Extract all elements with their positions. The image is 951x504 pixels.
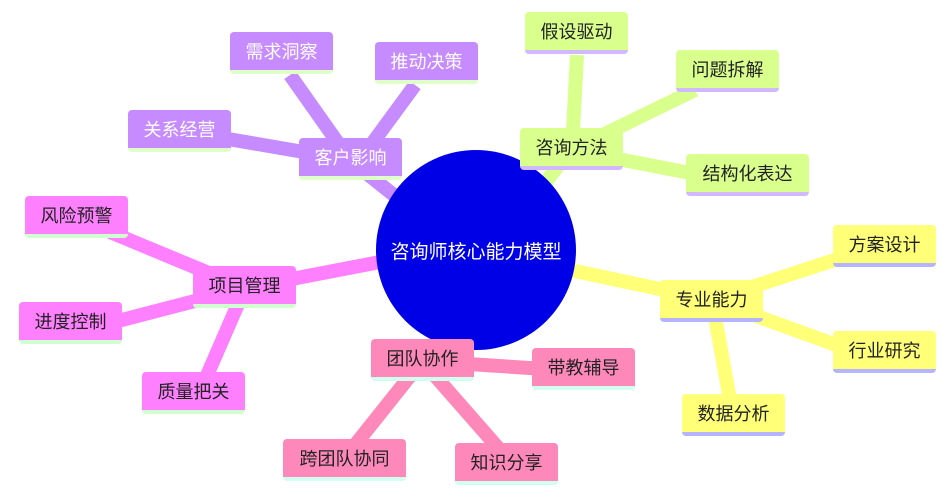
branch-customer-influence[interactable]: 客户影响 (299, 138, 402, 180)
node-problem-breakdown[interactable]: 问题拆解 (676, 50, 779, 92)
central-topic-label: 咨询师核心能力模型 (390, 240, 562, 263)
node-drive-decision[interactable]: 推动决策 (375, 42, 478, 84)
node-structured-expression[interactable]: 结构化表达 (686, 154, 809, 196)
node-data-analysis[interactable]: 数据分析 (682, 394, 785, 436)
node-knowledge-sharing[interactable]: 知识分享 (455, 443, 558, 485)
node-mentoring[interactable]: 带教辅导 (532, 348, 635, 390)
node-progress-control[interactable]: 进度控制 (19, 302, 122, 344)
node-hypothesis-driven[interactable]: 假设驱动 (525, 12, 628, 54)
branch-expertise[interactable]: 专业能力 (660, 280, 763, 322)
node-risk-warning[interactable]: 风险预警 (25, 196, 128, 238)
node-industry-research[interactable]: 行业研究 (833, 331, 936, 373)
branch-project-management[interactable]: 项目管理 (193, 266, 296, 308)
node-cross-team[interactable]: 跨团队协同 (283, 439, 406, 481)
node-demand-insight[interactable]: 需求洞察 (230, 32, 333, 74)
node-solution-design[interactable]: 方案设计 (833, 225, 936, 267)
node-quality-check[interactable]: 质量把关 (142, 372, 245, 414)
central-topic[interactable]: 咨询师核心能力模型 (376, 150, 576, 350)
branch-teamwork[interactable]: 团队协作 (371, 339, 474, 381)
branch-consulting-method[interactable]: 咨询方法 (520, 128, 623, 170)
node-relationship[interactable]: 关系经营 (128, 110, 231, 152)
